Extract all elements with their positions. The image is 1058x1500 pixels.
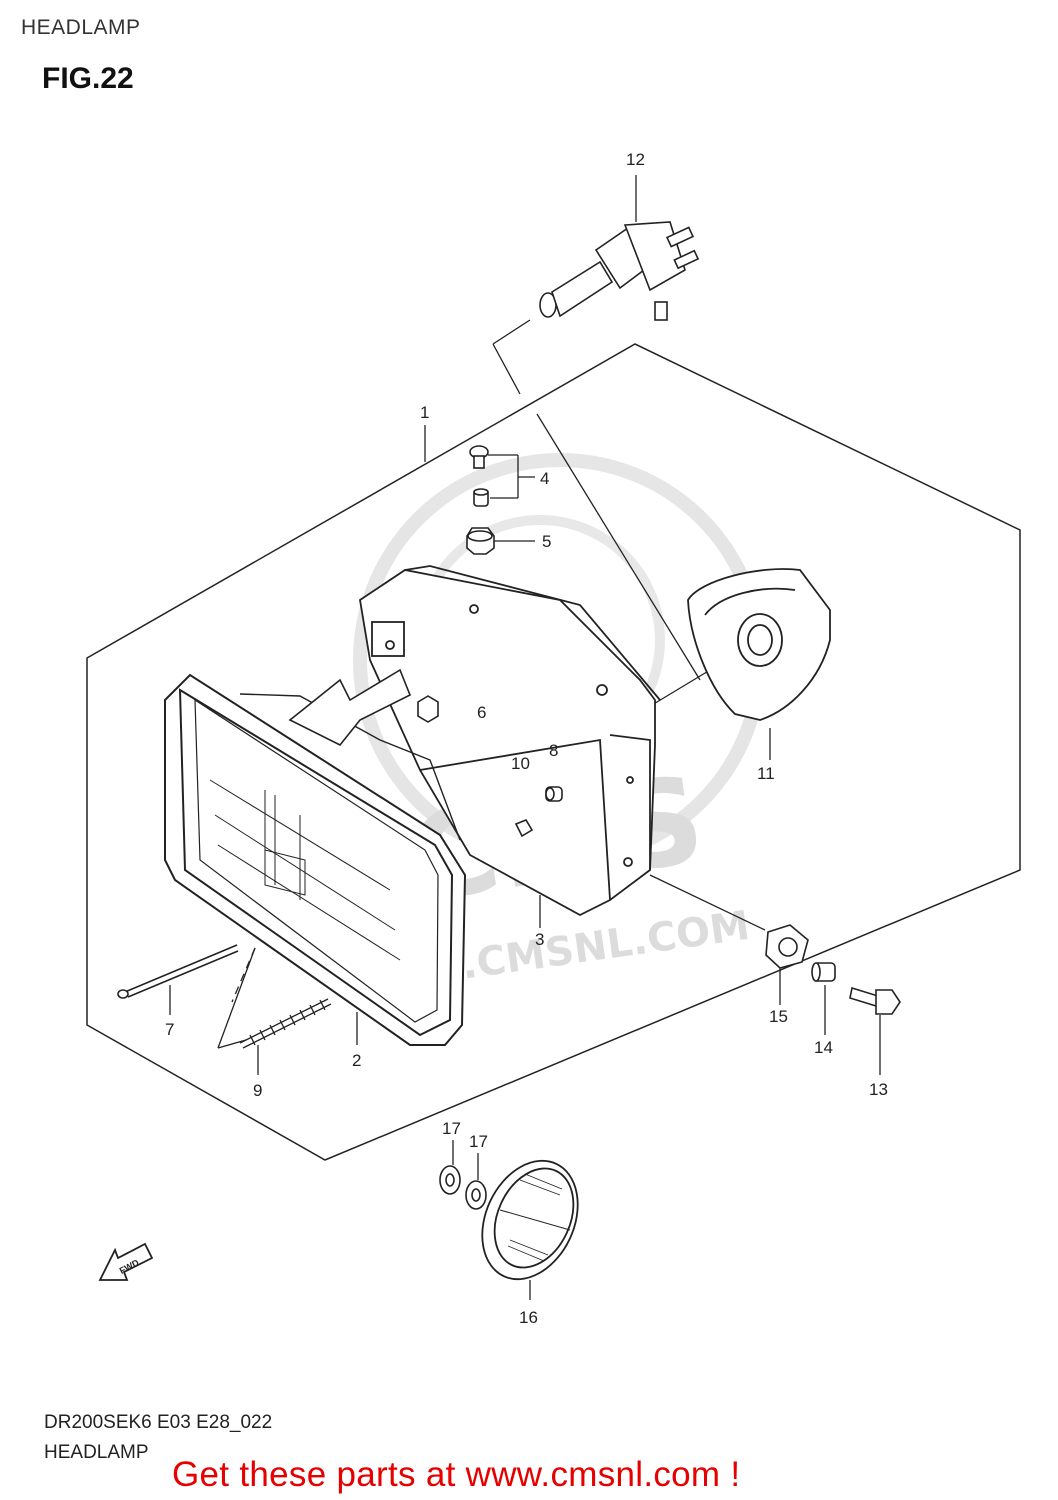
callout-2: 2 (352, 1051, 361, 1070)
adjust-screw-part-7 (117, 944, 239, 999)
callout-13: 13 (869, 1080, 888, 1099)
page-header-title: HEADLAMP (21, 16, 141, 39)
callout-12: 12 (626, 150, 645, 169)
socket-cover-part-11 (687, 568, 831, 721)
callout-17b: 17 (469, 1132, 488, 1151)
fwd-arrow-icon: FWD (98, 1242, 154, 1281)
screw-part-4 (469, 445, 489, 507)
footer-title: HEADLAMP (44, 1442, 149, 1463)
callout-4: 4 (540, 469, 549, 488)
footer-model-code: DR200SEK6 E03 E28_022 (44, 1412, 273, 1433)
bulb-part-12 (539, 221, 700, 321)
lens-part-2 (164, 673, 467, 1046)
callout-17a: 17 (442, 1119, 461, 1138)
nut-part-6 (417, 695, 439, 723)
reflector-part-16 (481, 1159, 579, 1281)
callout-14: 14 (814, 1038, 833, 1057)
callout-7: 7 (165, 1020, 174, 1039)
callout-6: 6 (477, 703, 486, 722)
callout-8: 8 (549, 741, 558, 760)
clip-part-10 (514, 819, 534, 838)
callout-5: 5 (542, 532, 551, 551)
callout-9: 9 (253, 1081, 262, 1100)
housing-part-3 (359, 565, 661, 917)
callout-16: 16 (519, 1308, 538, 1327)
bracket-part (288, 668, 412, 747)
grommet-part-15 (765, 924, 809, 969)
callout-1: 1 (420, 403, 429, 422)
washer-part-17b (465, 1180, 487, 1210)
spacer-part-8 (545, 786, 563, 802)
callout-10: 10 (511, 754, 530, 773)
callout-15: 15 (769, 1007, 788, 1026)
callout-3: 3 (535, 930, 544, 949)
collar-part-14 (811, 962, 836, 982)
callout-11: 11 (757, 764, 775, 783)
bolt-part-13 (849, 986, 901, 1015)
grommet-part-5 (466, 527, 495, 555)
callout-labels: 1 2 3 4 5 6 7 8 9 10 11 12 13 14 15 16 1… (165, 150, 888, 1327)
spring-part-9 (239, 998, 332, 1049)
washer-part-17a (439, 1165, 461, 1195)
cta-link[interactable]: Get these parts at www.cmsnl.com ! (172, 1455, 741, 1494)
figure-label: FIG.22 (42, 62, 134, 95)
assembly-outline (86, 343, 1021, 1161)
